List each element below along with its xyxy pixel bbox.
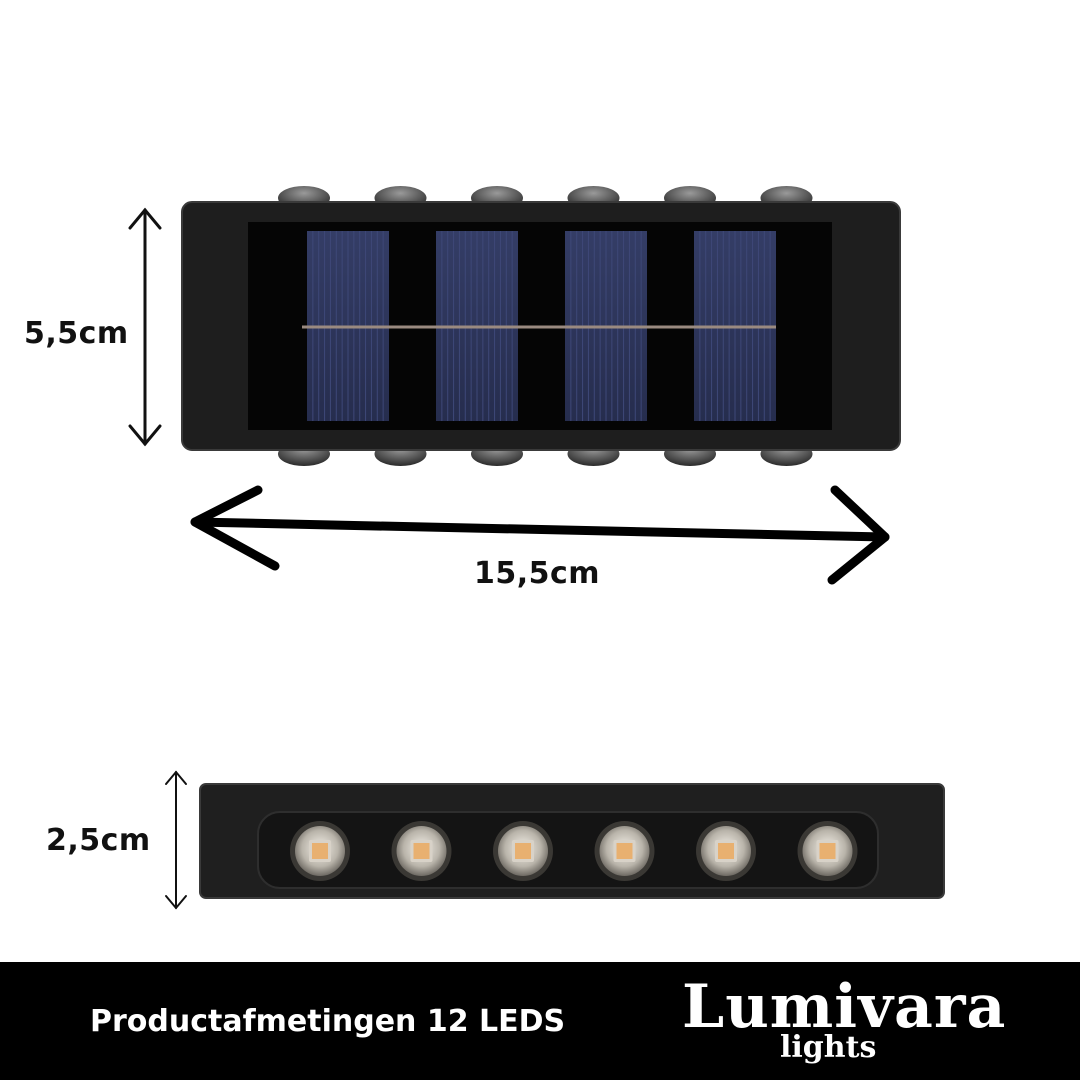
led — [696, 821, 756, 881]
width-arrow — [190, 485, 890, 585]
front-leds — [290, 821, 858, 881]
height-label: 5,5cm — [24, 316, 129, 351]
product-illustration — [128, 186, 945, 910]
led-recess — [257, 811, 879, 889]
led — [493, 821, 553, 881]
led — [797, 821, 858, 881]
footer-bar — [0, 962, 1080, 1080]
depth-arrow — [165, 770, 187, 910]
brand-logo-name: Lumivara — [682, 972, 1007, 1042]
led — [391, 821, 452, 881]
led — [594, 821, 655, 881]
brand-logo-sub: lights — [780, 1030, 877, 1065]
footer-caption: Productafmetingen 12 LEDS — [90, 1004, 566, 1039]
led — [290, 821, 350, 881]
depth-label: 2,5cm — [46, 823, 151, 858]
height-arrow — [128, 207, 162, 447]
width-label: 15,5cm — [474, 556, 601, 591]
